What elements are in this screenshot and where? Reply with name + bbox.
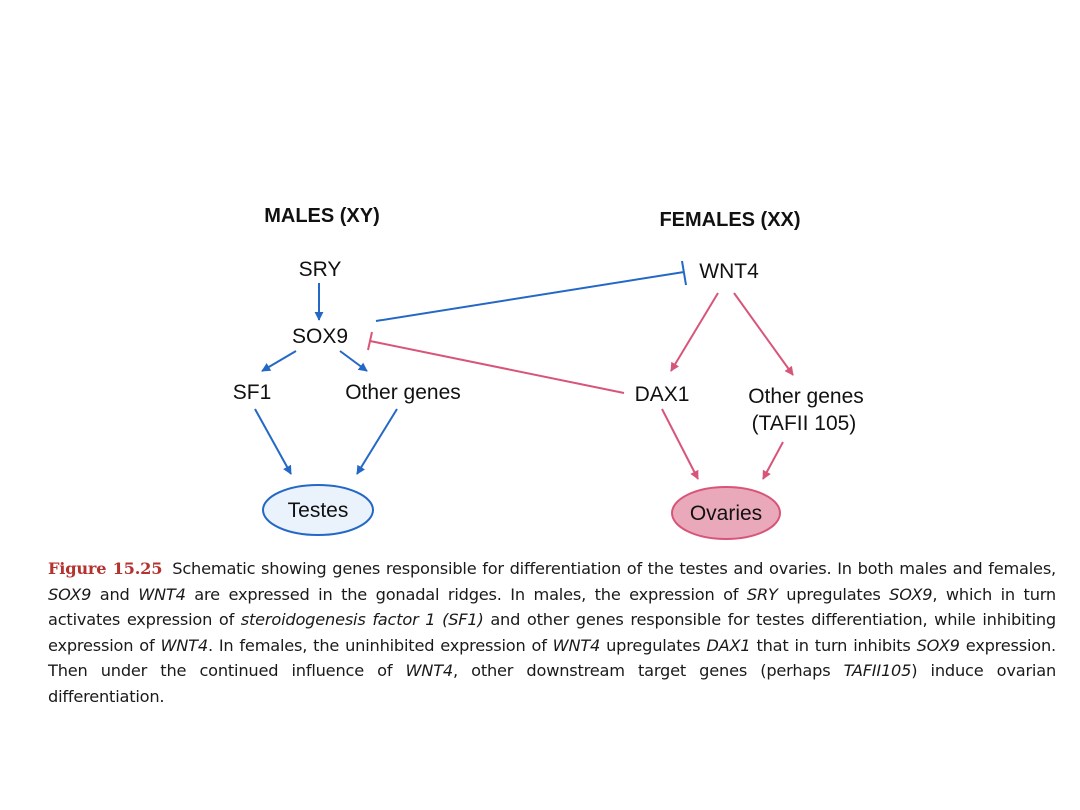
caption-segment: SOX9 <box>48 584 92 604</box>
caption-segment: upregulates <box>777 584 890 604</box>
caption-segment: DAX1 <box>706 635 751 655</box>
caption-segment: steroidogenesis factor 1 (SF1) <box>240 610 484 629</box>
wnt4-node: WNT4 <box>699 260 759 283</box>
dax1-to-ovaries-arrow <box>661 408 699 480</box>
sox9-inhibits-wnt4-line <box>375 271 685 322</box>
caption-segment: , other downstream target genes (perhaps <box>453 661 844 680</box>
other-genes-to-testes-arrow <box>356 408 398 475</box>
dax1-inhibits-sox9-line <box>369 340 625 394</box>
sf1-to-testes-arrow <box>254 408 292 475</box>
sox9-node: SOX9 <box>292 325 348 348</box>
sf1-node: SF1 <box>233 381 272 404</box>
figure-label: Figure 15.25 <box>48 559 163 578</box>
ovaries-node: Ovaries <box>690 502 762 525</box>
caption-segment: SOX9 <box>916 635 960 655</box>
caption-segment: and other genes responsible for testes d… <box>48 610 1057 655</box>
caption-segment: SRY <box>746 584 778 604</box>
tafii105-to-ovaries-arrow <box>762 441 784 480</box>
testes-ellipse <box>262 484 374 536</box>
caption-text: Schematic showing genes responsible for … <box>48 559 1056 706</box>
caption-segment: are expressed in the gonadal ridges. In … <box>185 584 747 604</box>
caption-segment: . In females, the uninhibited expression… <box>207 635 553 655</box>
testes-node: Testes <box>288 499 349 522</box>
caption-segment: , which in turn activates expression of <box>48 584 1056 630</box>
females-header: FEMALES (XX) <box>659 209 800 231</box>
caption-segment: WNT4 <box>552 635 601 655</box>
caption-segment: and <box>91 584 139 604</box>
sox9-to-other-genes-arrow <box>339 350 368 372</box>
caption-segment: expression. Then under the continued inf… <box>48 635 1056 681</box>
sox9-to-sf1-arrow <box>261 350 297 372</box>
tafii105-node: (TAFII 105) <box>752 412 857 435</box>
figure-caption: Figure 15.25 Schematic showing genes resp… <box>48 556 1056 709</box>
other-genes-male-node: Other genes <box>345 381 461 404</box>
sox9-inhibits-wnt4-bar <box>681 260 687 286</box>
caption-segment: TAFII105 <box>843 661 912 680</box>
caption-segment: WNT4 <box>405 661 454 680</box>
caption-segment: Schematic showing genes responsible for … <box>172 559 1056 578</box>
caption-segment: WNT4 <box>138 584 186 604</box>
caption-segment: upregulates <box>600 635 707 655</box>
dax1-node: DAX1 <box>635 383 690 406</box>
ovaries-ellipse <box>671 486 781 540</box>
caption-segment: that in turn inhibits <box>750 635 917 655</box>
dax1-inhibits-sox9-bar <box>367 331 373 351</box>
other-genes-female-node: Other genes <box>748 385 864 408</box>
males-header: MALES (XY) <box>264 205 380 227</box>
sry-node: SRY <box>299 258 342 281</box>
wnt4-to-dax1-arrow <box>670 292 719 372</box>
caption-segment: WNT4 <box>160 635 208 655</box>
wnt4-to-other-genes-arrow <box>733 292 794 376</box>
caption-segment: ) induce ovarian differentiation. <box>48 661 1057 706</box>
caption-segment: SOX9 <box>889 584 933 604</box>
